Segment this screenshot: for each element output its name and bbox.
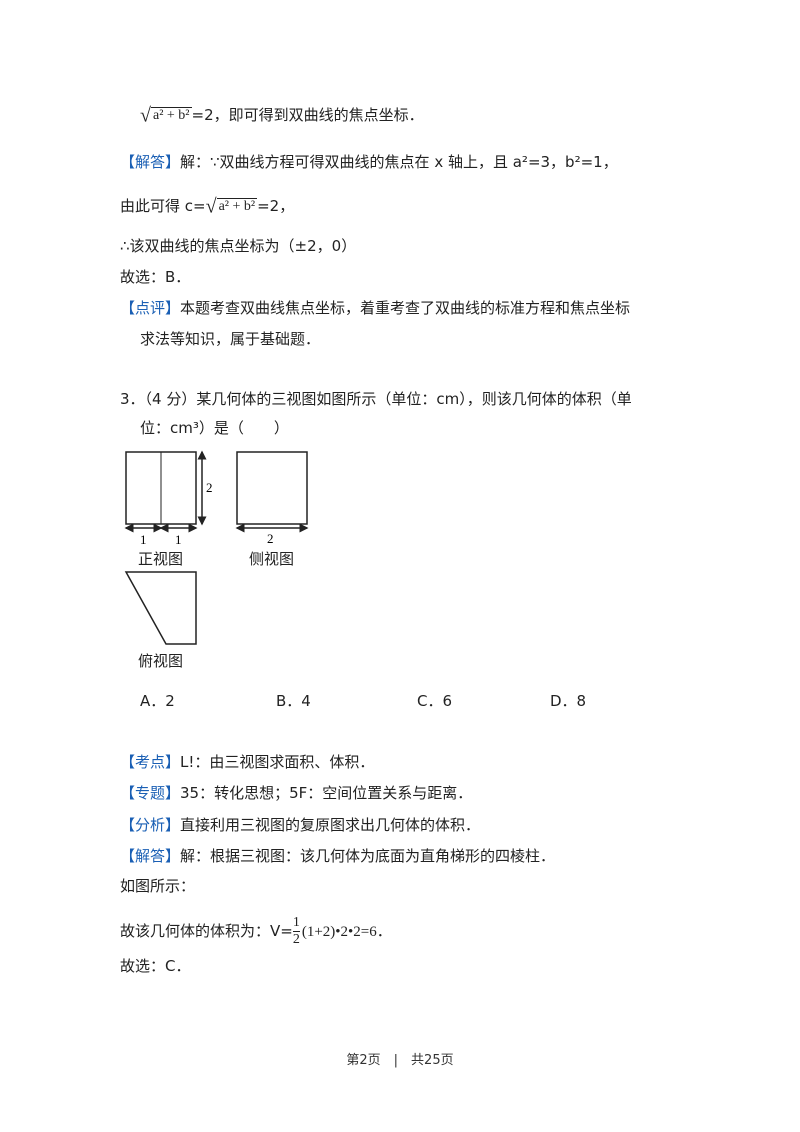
volume-end: ． [376,922,392,940]
analysis-text: 直接利用三视图的复原图求出几何体的体积． [180,816,481,834]
dim-front-w2: 1 [175,532,182,547]
c-line: 由此可得 c=√a² + b²=2， [120,196,294,217]
option-a: A．2 [140,692,175,710]
side-view-rect [236,451,308,525]
top-view-trapezoid [124,571,197,645]
as-shown-line: 如图所示： [120,877,196,895]
choice-b-line: 故选：B． [120,268,191,286]
topic-line: 【专题】35：转化思想；5F：空间位置关系与距离． [120,783,472,803]
topic-text: 35：转化思想；5F：空间位置关系与距离． [180,784,473,802]
dim-front-w1: 1 [140,532,147,547]
c-line-post: =2， [257,197,295,215]
front-view-caption: 正视图 [138,550,184,568]
dim-front-h: 2 [206,480,213,495]
comment-line-2: 求法等知识，属于基础题． [140,330,321,348]
option-c: C．6 [417,692,453,710]
three-view-figure: 1 1 2 2 [118,446,348,676]
sqrt-expression: √a² + b² [140,104,192,127]
solution-tag: 【解答】 [120,153,181,171]
analysis-tag: 【分析】 [120,816,181,834]
solution-2-tag: 【解答】 [120,847,181,865]
focus-line: ∴该双曲线的焦点坐标为（±2，0） [120,237,357,255]
three-view-drawing: 1 1 2 2 [124,450,309,645]
sqrt-expression-2: √a² + b² [205,195,258,218]
comment-tag: 【点评】 [120,299,181,317]
solution-text: 解：∵双曲线方程可得双曲线的焦点在 x 轴上，且 a²=3，b²=1， [180,153,618,171]
sqrt-line: √a² + b²=2，即可得到双曲线的焦点坐标． [140,105,424,126]
solution-line: 【解答】解：∵双曲线方程可得双曲线的焦点在 x 轴上，且 a²=3，b²=1， [120,152,618,172]
question-3-line-1: 3．（4 分）某几何体的三视图如图所示（单位：cm），则该几何体的体积（单 [120,390,632,408]
analysis-line: 【分析】直接利用三视图的复原图求出几何体的体积． [120,815,480,835]
comment-text: 本题考查双曲线焦点坐标，着重考查了双曲线的标准方程和焦点坐标 [180,299,631,317]
choice-c-line: 故选：C． [120,957,191,975]
key-point-line: 【考点】L!：由三视图求面积、体积． [120,752,374,772]
volume-expression: (1+2)•2•2=6 [301,924,377,940]
key-point-tag: 【考点】 [120,753,181,771]
solution-2-text: 解：根据三视图：该几何体为底面为直角梯形的四棱柱． [180,847,556,865]
question-3-line-2: 位：cm³）是（ ） [140,419,289,437]
c-line-pre: 由此可得 c= [120,197,206,215]
solution-2-line: 【解答】解：根据三视图：该几何体为底面为直角梯形的四棱柱． [120,846,555,866]
dim-side-w: 2 [267,531,274,546]
comment-line: 【点评】本题考查双曲线焦点坐标，着重考查了双曲线的标准方程和焦点坐标 [120,298,630,318]
option-d: D．8 [550,692,587,710]
volume-pre: 故该几何体的体积为：V= [120,922,293,940]
top-view-caption: 俯视图 [138,652,184,670]
topic-tag: 【专题】 [120,784,181,802]
key-point-text: L!：由三视图求面积、体积． [180,753,375,771]
side-view-caption: 侧视图 [249,550,295,568]
page-footer: 第2页 | 共25页 [346,1053,454,1068]
line-text: =2，即可得到双曲线的焦点坐标． [191,106,424,124]
option-b: B．4 [276,692,311,710]
